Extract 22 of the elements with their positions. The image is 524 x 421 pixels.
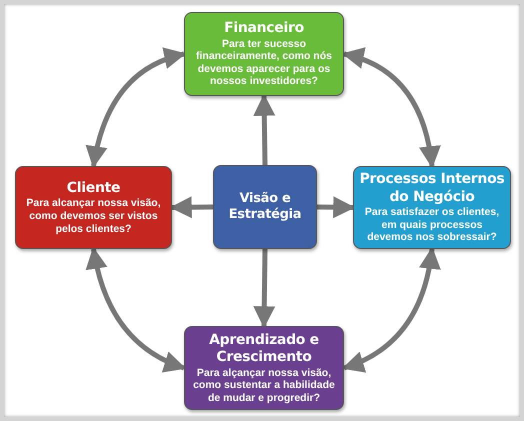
arrow bbox=[170, 196, 214, 218]
process-box bbox=[353, 166, 511, 249]
process-box bbox=[213, 165, 317, 249]
arrow bbox=[342, 246, 440, 372]
arrow bbox=[86, 48, 186, 168]
process-box bbox=[184, 326, 344, 410]
arrow bbox=[253, 94, 276, 166]
box-title: Processos Internos do Negócio bbox=[359, 171, 505, 206]
box-question: Para satisfazer os clientes, em quais processos devemos nos sobressair? bbox=[364, 206, 500, 244]
arrow bbox=[253, 248, 276, 328]
box-title: Aprendizado e Crescimento bbox=[208, 332, 320, 367]
box-title: Financeiro bbox=[224, 20, 304, 38]
box-title: Visão e Estratégia bbox=[228, 190, 302, 224]
box-question: Para alcançar nossa visão, como devemos ser vistos pelos clientes? bbox=[25, 197, 162, 236]
arrow bbox=[316, 196, 356, 218]
arrow bbox=[86, 246, 186, 372]
box-question: Para ter sucesso financeiramente, como nós devemos aparecer para os nossos investidores? bbox=[195, 38, 333, 88]
process-box bbox=[15, 166, 172, 249]
process-box bbox=[184, 12, 344, 96]
box-question: Para alçançar nossa visão, como sustentar a habilidade de mudar e progredir? bbox=[192, 366, 336, 404]
box-title: Cliente bbox=[66, 180, 120, 198]
arrow bbox=[342, 48, 440, 168]
